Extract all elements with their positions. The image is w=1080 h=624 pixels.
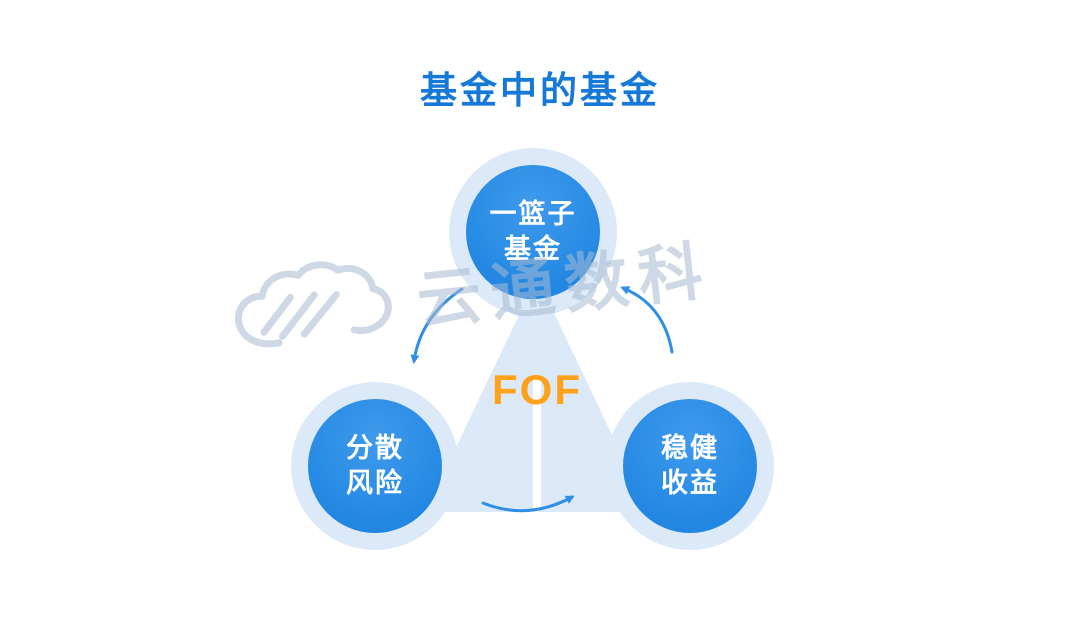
arrow-left-to-right (481, 495, 575, 513)
arrow-top-to-left (410, 287, 464, 364)
node-label-line: 稳健 (661, 432, 719, 463)
node-diversify-risk-circle: 分散 风险 (308, 399, 442, 533)
node-label-line: 一篮子 (489, 198, 577, 229)
page-title: 基金中的基金 (420, 70, 660, 111)
node-diversify-risk: 分散 风险 (291, 382, 459, 550)
node-label-line: 基金 (504, 234, 562, 264)
center-label-fof: FOF (492, 366, 582, 413)
node-basket-of-funds-circle: 一篮子 基金 (466, 165, 600, 299)
node-label-line: 分散 (346, 432, 404, 463)
node-label-line: 风险 (346, 468, 404, 498)
node-label-line: 收益 (661, 468, 719, 498)
node-stable-returns: 稳健 收益 (606, 382, 774, 550)
node-stable-returns-circle: 稳健 收益 (623, 399, 757, 533)
arrow-right-to-top (620, 286, 674, 354)
node-basket-of-funds: 一篮子 基金 (449, 148, 617, 316)
cloud-logo-icon (235, 261, 392, 348)
